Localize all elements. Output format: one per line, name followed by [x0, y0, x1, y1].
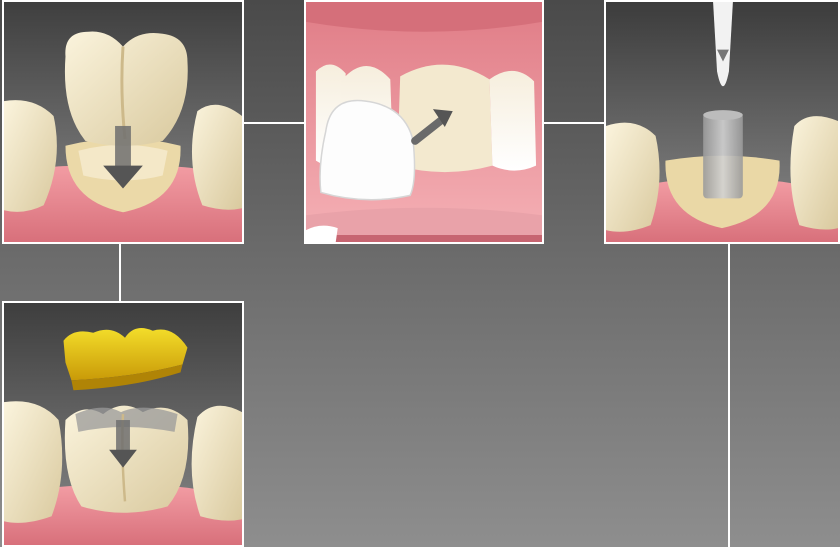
connector-implant-down	[728, 242, 730, 547]
gold-inlay-icon	[4, 303, 242, 545]
implant-post-icon	[606, 2, 838, 242]
panel-implant	[604, 0, 840, 244]
panel-inlay	[2, 301, 244, 547]
connector-crown-inlay	[119, 242, 121, 302]
connector-veneer-implant	[544, 122, 606, 124]
connector-crown-veneer	[242, 122, 304, 124]
veneer-placement-icon	[306, 2, 542, 242]
panel-crown	[2, 0, 244, 244]
panel-veneer	[304, 0, 544, 244]
crown-placement-icon	[4, 2, 242, 242]
